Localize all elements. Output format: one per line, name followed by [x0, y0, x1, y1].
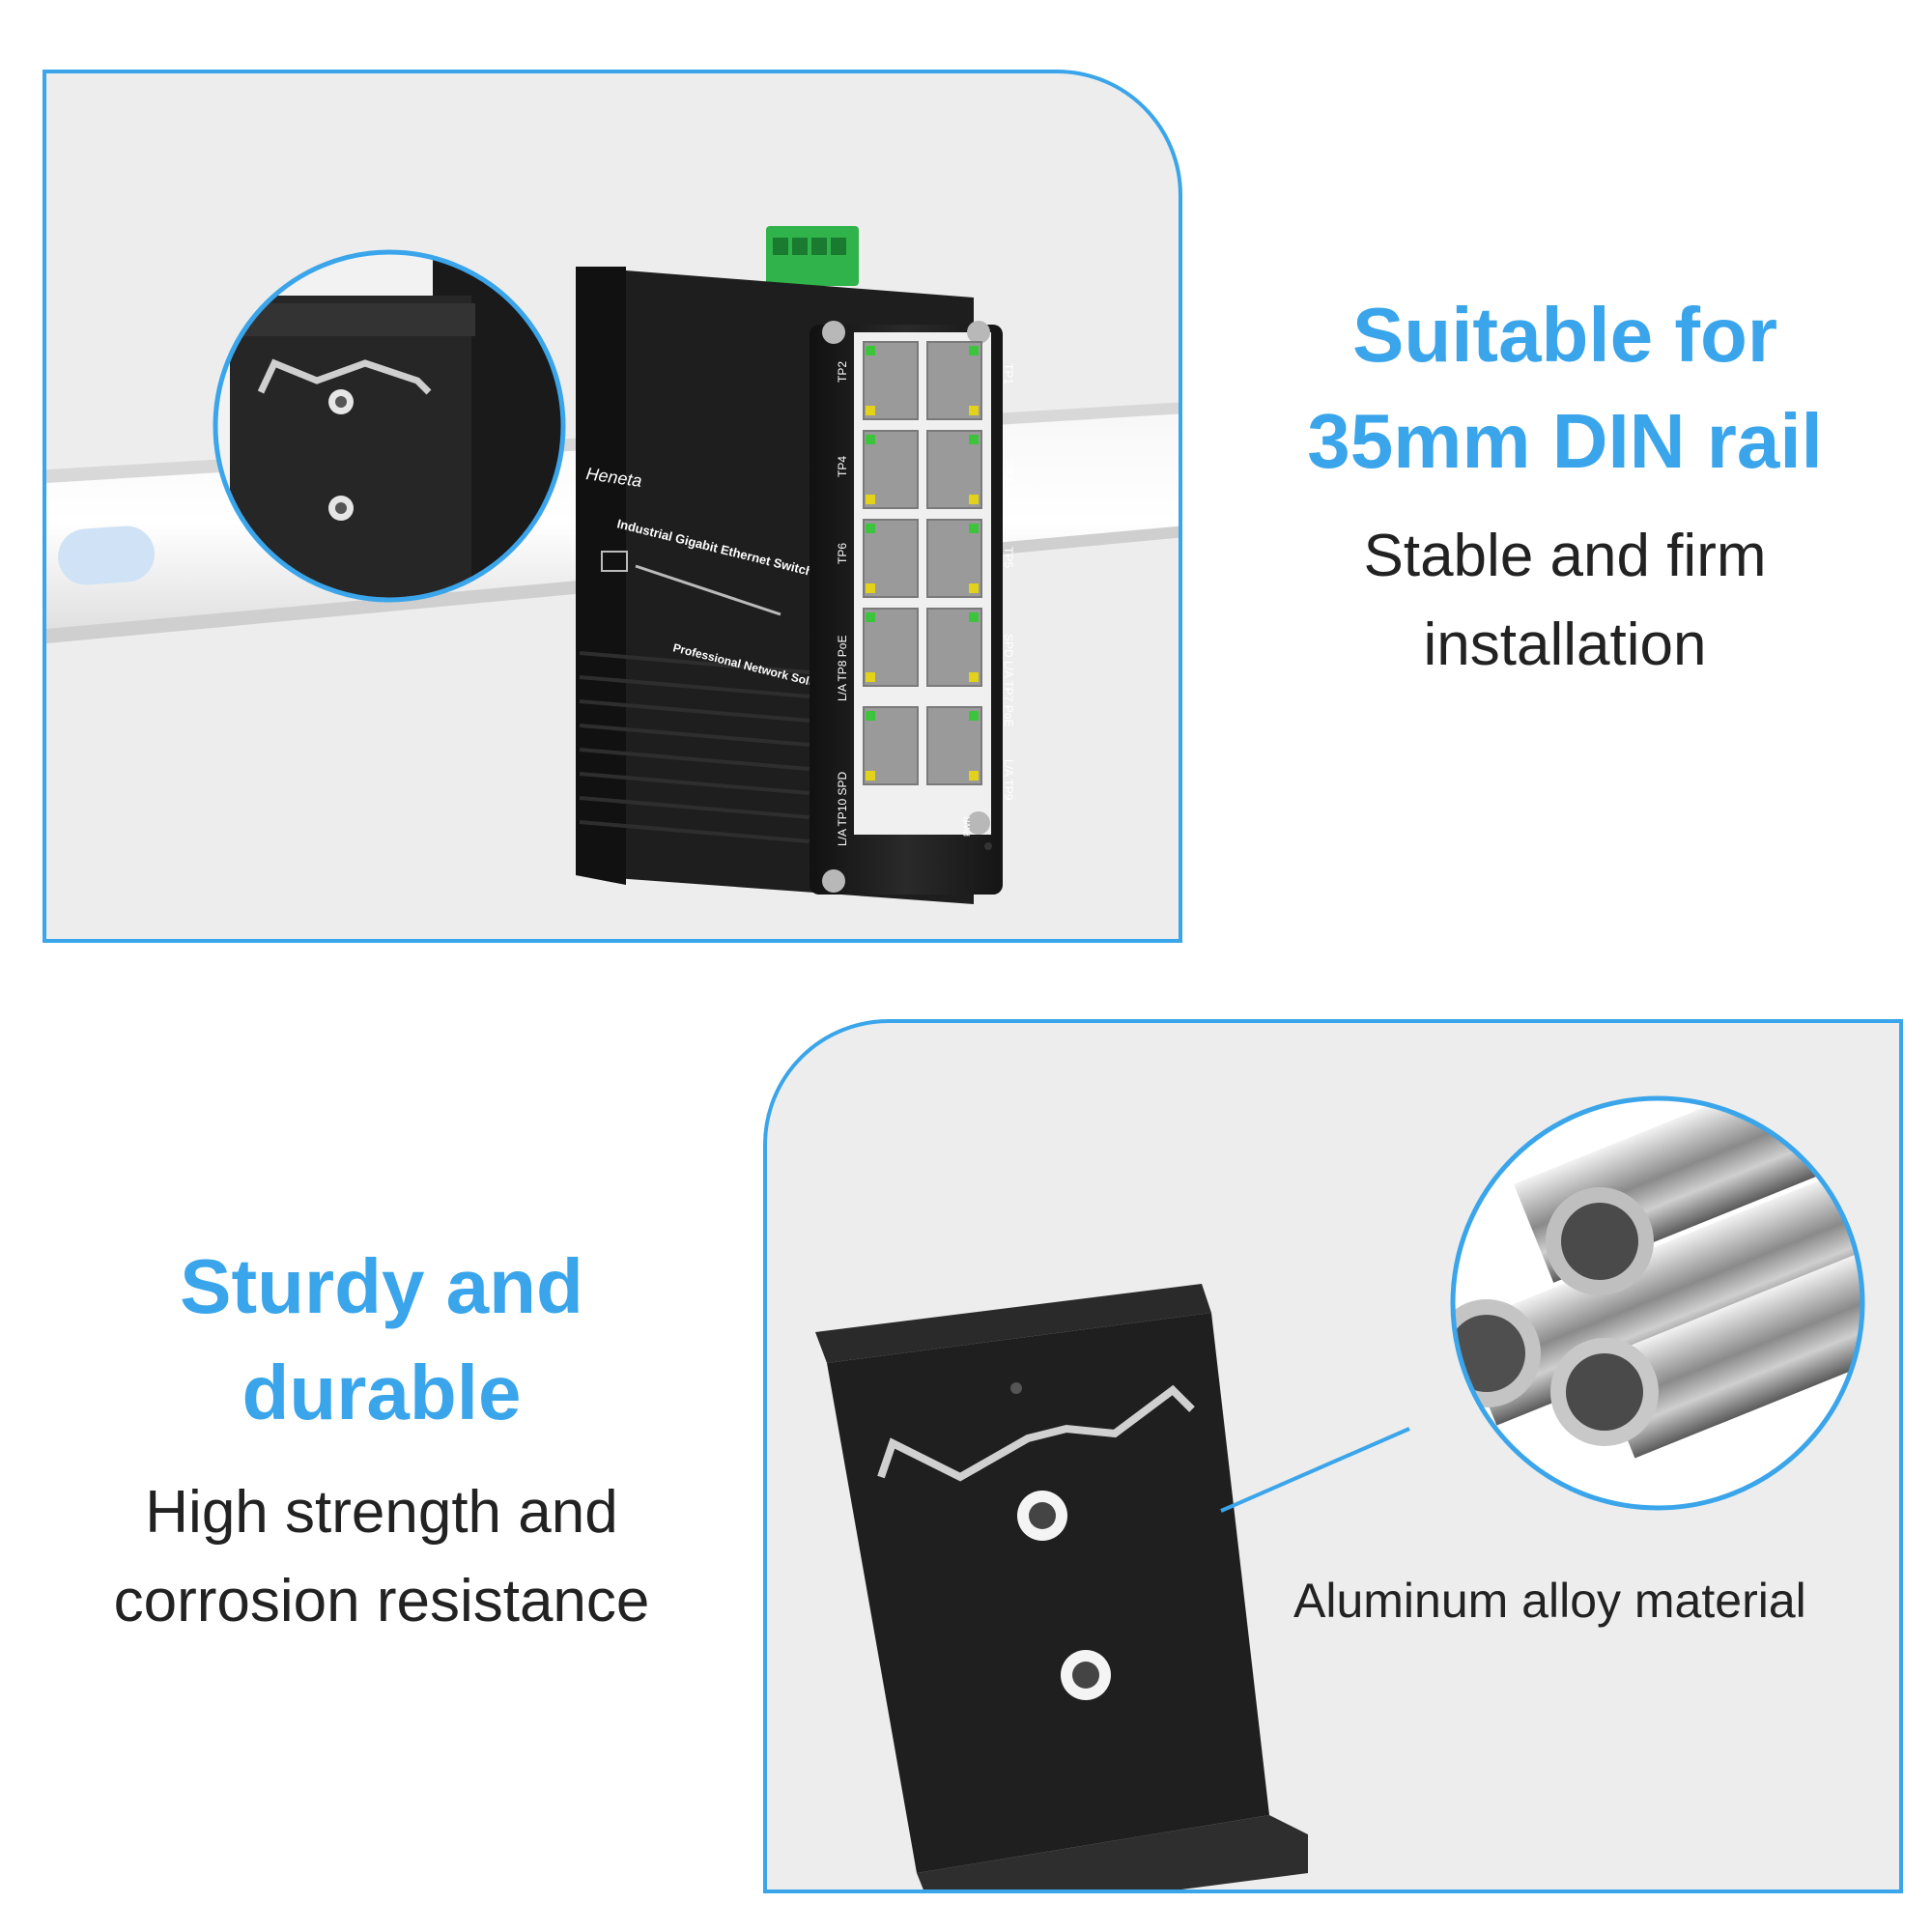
aluminum-pipes-circle: [1450, 1095, 1865, 1511]
din-clip-illustration: Aluminum alloy material: [815, 1095, 1865, 1889]
port-label: L/A TP10 SPD: [836, 772, 849, 846]
power-terminal: [766, 226, 859, 286]
din-rail-illustration: Heneta Industrial Gigabit Ethernet Switc…: [46, 226, 1179, 904]
pipe-end: [1453, 1187, 1659, 1446]
port-label: L/A TP9: [1002, 759, 1015, 801]
power-led: [984, 842, 992, 850]
heading-line: Suitable for: [1351, 292, 1778, 378]
port-label: TP5: [1002, 547, 1015, 568]
port-label: TP2: [836, 361, 849, 383]
heading-line: 35mm DIN rail: [1307, 398, 1823, 484]
ethernet-switch: Heneta Industrial Gigabit Ethernet Switc…: [576, 226, 1015, 904]
durability-subtext: High strength and corrosion resistance: [39, 1468, 724, 1646]
heading-line: Sturdy and: [180, 1243, 583, 1329]
port-label: L/A TP8 PoE: [836, 636, 849, 702]
callout-line: [1220, 1427, 1410, 1513]
power-label: PWR: [962, 816, 972, 837]
heading-line: durable: [242, 1350, 522, 1435]
sub-line: corrosion resistance: [113, 1568, 650, 1634]
durability-heading: Sturdy and durable: [39, 1234, 724, 1446]
sub-line: High strength and: [145, 1479, 618, 1546]
ethernet-icon: [601, 551, 628, 572]
din-rail-subtext: Stable and firm installation: [1227, 512, 1903, 690]
port-label: TP6: [836, 543, 849, 564]
material-panel: Aluminum alloy material: [763, 1019, 1903, 1893]
port-label: TP3: [1002, 460, 1015, 481]
rj45-ports: [863, 341, 982, 785]
screw-icon: [822, 321, 990, 893]
din-rail-heading: Suitable for 35mm DIN rail: [1227, 282, 1903, 495]
din-mounting-clip: [815, 1284, 1308, 1889]
port-label: SPD L/A TP7 PoE: [1002, 634, 1015, 727]
din-rail-panel: Heneta Industrial Gigabit Ethernet Switc…: [43, 70, 1182, 943]
material-caption: Aluminum alloy material: [1293, 1574, 1806, 1628]
sub-line: Stable and firm: [1363, 523, 1767, 589]
port-label: TP4: [836, 456, 849, 477]
sub-line: installation: [1423, 611, 1707, 678]
port-label: TP1: [1002, 363, 1015, 384]
